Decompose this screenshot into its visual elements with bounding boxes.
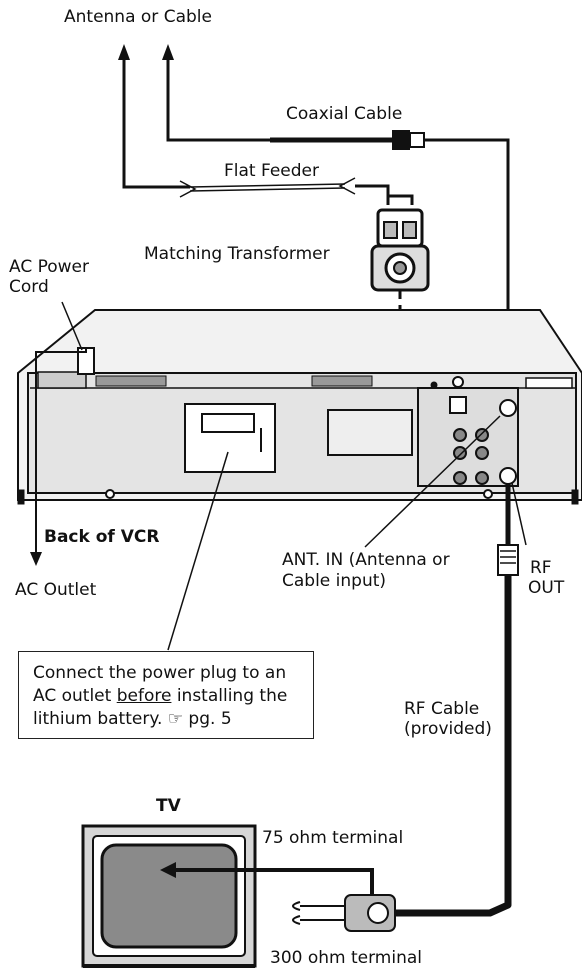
- note-line-2: AC outlet before installing the: [33, 685, 303, 708]
- matching-transformer-icon: [370, 208, 430, 292]
- arrow-up-icon: [118, 44, 130, 60]
- terminal-adapter-icon: [172, 868, 396, 932]
- rf-cable-label-line1: RF Cable: [404, 699, 480, 719]
- antenna-or-cable-label: Antenna or Cable: [64, 7, 212, 27]
- note-emphasis-before: before: [116, 686, 172, 706]
- ac-power-cord-label-line1: AC Power: [9, 257, 90, 277]
- arrow-down-icon: [30, 552, 42, 566]
- power-plug-note: Connect the power plug to an AC outlet b…: [18, 651, 314, 739]
- arrow-up-icon: [162, 44, 174, 60]
- note-line-3: lithium battery. ☞ pg. 5: [33, 709, 232, 729]
- tv-icon: [81, 824, 257, 968]
- coaxial-cable-label: Coaxial Cable: [286, 104, 403, 124]
- note-line-2-pre: AC outlet: [33, 686, 117, 706]
- vcr-back-panel-icon: [17, 309, 582, 505]
- rf-out-label-line1: RF: [530, 558, 552, 578]
- note-line-2-post: installing the: [171, 686, 288, 706]
- ac-power-cord-label-line2: Cord: [9, 277, 49, 297]
- flat-feeder: [179, 177, 414, 205]
- ant-in-label-line1: ANT. IN (Antenna or: [282, 550, 450, 570]
- tv-label: TV: [156, 796, 181, 816]
- antenna-lines: [122, 60, 270, 189]
- flat-feeder-label: Flat Feeder: [224, 161, 319, 181]
- note-line-1: Connect the power plug to an: [33, 663, 287, 683]
- rf-cable: [395, 484, 519, 917]
- back-of-vcr-label: Back of VCR: [44, 527, 160, 547]
- rf-cable-label-line2: (provided): [404, 719, 492, 739]
- power-plug-icon: [35, 347, 95, 552]
- coaxial-plug-icon: [392, 130, 410, 150]
- matching-transformer-label: Matching Transformer: [144, 244, 330, 264]
- ac-outlet-label: AC Outlet: [15, 580, 97, 600]
- arrow-left-icon: [160, 862, 176, 878]
- ant-in-label-line2: Cable input): [282, 571, 387, 591]
- rf-out-label-line2: OUT: [528, 578, 565, 598]
- ohm75-label: 75 ohm terminal: [262, 828, 404, 848]
- ohm300-label: 300 ohm terminal: [270, 948, 423, 968]
